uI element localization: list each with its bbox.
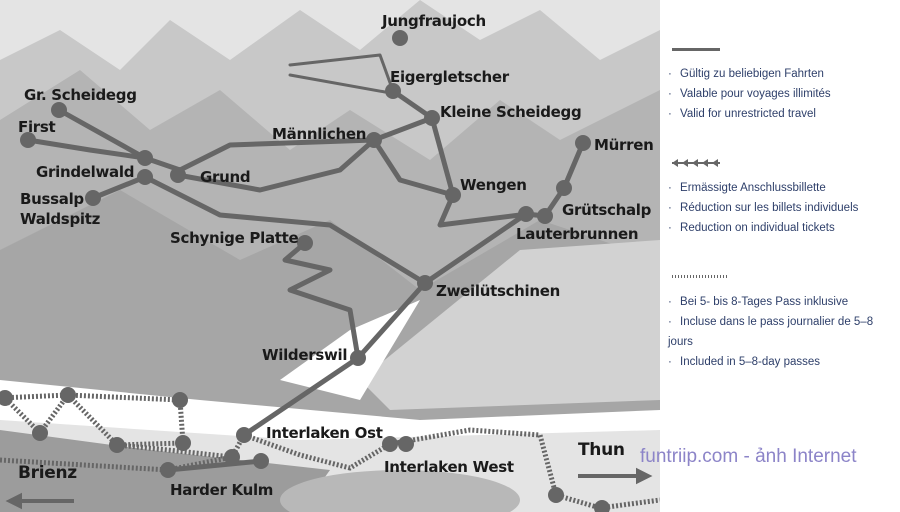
label-gruetschalp: Grütschalp <box>562 201 652 219</box>
label-wilderswil: Wilderswil <box>262 346 347 364</box>
legend: Gültig zu beliebigen Fahrten Valable pou… <box>668 40 900 402</box>
label-interlaken-ost: Interlaken Ost <box>266 424 383 442</box>
label-thun: Thun <box>578 440 625 460</box>
label-harder-kulm: Harder Kulm <box>170 481 273 499</box>
label-waldspitz: Waldspitz <box>20 210 101 228</box>
mountain-background <box>0 0 660 512</box>
label-muerren: Mürren <box>594 136 653 154</box>
dotted-line-icon <box>668 268 900 286</box>
station-labels: Jungfraujoch Eigergletscher Kleine Schei… <box>18 12 654 499</box>
label-zweiluetschinen: Zweilütschinen <box>436 282 560 300</box>
label-wengen: Wengen <box>460 176 527 194</box>
arrows <box>5 467 653 510</box>
solid-line-icon <box>668 40 900 58</box>
label-bussalp: Bussalp <box>20 190 84 208</box>
legend-group-reduction: Ermässigte Anschlussbillette Réduction s… <box>668 154 900 238</box>
label-interlaken-west: Interlaken West <box>384 458 514 476</box>
legend-item: Incluse dans le pass journalier de 5–8 j… <box>668 312 900 352</box>
label-schynige-platte: Schynige Platte <box>170 229 299 247</box>
label-jungfraujoch: Jungfraujoch <box>381 12 486 30</box>
label-grindelwald: Grindelwald <box>36 163 134 181</box>
station-dots <box>0 30 610 512</box>
legend-group-included: Bei 5- bis 8-Tages Pass inklusive Inclus… <box>668 268 900 372</box>
label-eigergletscher: Eigergletscher <box>390 68 510 86</box>
regional-rail-map: Jungfraujoch Eigergletscher Kleine Schei… <box>0 0 660 512</box>
legend-item: Réduction sur les billets individuels <box>668 198 900 218</box>
legend-item: Valable pour voyages illimités <box>668 84 900 104</box>
label-first: First <box>18 118 56 136</box>
label-brienz: Brienz <box>18 463 77 483</box>
legend-item: Ermässigte Anschlussbillette <box>668 178 900 198</box>
legend-item: Bei 5- bis 8-Tages Pass inklusive <box>668 292 900 312</box>
label-grund: Grund <box>200 168 250 186</box>
label-maennlichen: Männlichen <box>272 125 366 143</box>
legend-group-unrestricted: Gültig zu beliebigen Fahrten Valable pou… <box>668 40 900 124</box>
legend-item: Valid for unrestricted travel <box>668 104 900 124</box>
legend-item: Included in 5–8-day passes <box>668 352 900 372</box>
watermark: funtriip.com - ảnh Internet <box>640 446 857 467</box>
label-kleine-scheidegg: Kleine Scheidegg <box>440 103 581 121</box>
legend-item: Gültig zu beliebigen Fahrten <box>668 64 900 84</box>
label-gr-scheidegg: Gr. Scheidegg <box>24 86 137 104</box>
legend-item: Reduction on individual tickets <box>668 218 900 238</box>
arrow-line-icon <box>668 154 900 172</box>
label-lauterbrunnen: Lauterbrunnen <box>516 225 638 243</box>
